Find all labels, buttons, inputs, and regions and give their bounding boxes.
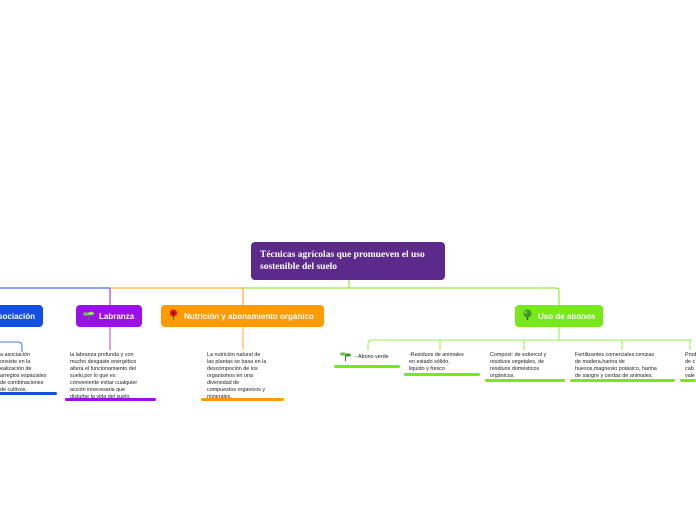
topic-asociacion[interactable]: Asociación [0,305,43,327]
subtopic-asociacion-underline [0,392,57,395]
topic-labranza[interactable]: Labranza [76,305,142,327]
subtopic-productos-text: Prod de c cab vale [685,352,696,379]
subtopic-asociacion-text: a asociación onsiste en la ealización de… [0,352,47,393]
subtopic-compost-text: Compost: de estiercol y residuos vegetal… [490,352,547,379]
subtopic-abono-verde-underline [334,365,400,368]
topic-nutricion[interactable]: Nutrición y abonamiento orgánico [161,305,324,327]
topic-nutricion-label: Nutrición y abonamiento orgánico [184,311,314,321]
subtopic-abono-verde[interactable]: - Abono verde [340,350,402,364]
subtopic-labranza-text: la labranza profunda y con mucho desgast… [70,352,138,400]
subtopic-fertilizantes-text: Fertilizantes comerciales:cenizas de mad… [575,352,657,379]
flower-icon [168,309,179,323]
root-topic[interactable]: Técnicas agrícolas que promueven el uso … [251,242,445,280]
subtopic-fertilizantes-underline [570,379,675,382]
seedling-icon [83,310,94,323]
subtopic-nutricion[interactable]: La nutrición natural de las plantas se b… [207,352,287,401]
subtopic-residuos-underline [404,373,480,376]
subtopic-nutricion-underline [201,398,284,401]
subtopic-asociacion[interactable]: a asociación onsiste en la ealización de… [0,352,58,394]
topic-asociacion-label: Asociación [0,311,35,321]
topic-abonos-label: Uso de abonos [538,311,596,321]
subtopic-productos[interactable]: Prod de c cab vale [685,352,696,380]
subtopic-residuos-text: -Residuos de animales en estado sólido, … [409,352,464,372]
topic-abonos[interactable]: Uso de abonos [515,305,603,327]
tree-icon [522,309,533,323]
subtopic-residuos[interactable]: -Residuos de animales en estado sólido, … [409,352,483,373]
subtopic-labranza-underline [65,398,156,401]
subtopic-fertilizantes[interactable]: Fertilizantes comerciales:cenizas de mad… [575,352,675,380]
subtopic-abono-verde-text: - Abono verde [355,353,389,360]
topic-labranza-label: Labranza [99,311,135,321]
subtopic-nutricion-text: La nutrición natural de las plantas se b… [207,352,267,400]
sprout-icon [340,350,351,364]
root-topic-label: Técnicas agrícolas que promueven el uso … [260,250,425,272]
subtopic-compost-underline [485,379,565,382]
subtopic-compost[interactable]: Compost: de estiercol y residuos vegetal… [490,352,566,380]
subtopic-productos-underline [680,379,696,382]
subtopic-labranza[interactable]: la labranza profunda y con mucho desgast… [70,352,156,401]
